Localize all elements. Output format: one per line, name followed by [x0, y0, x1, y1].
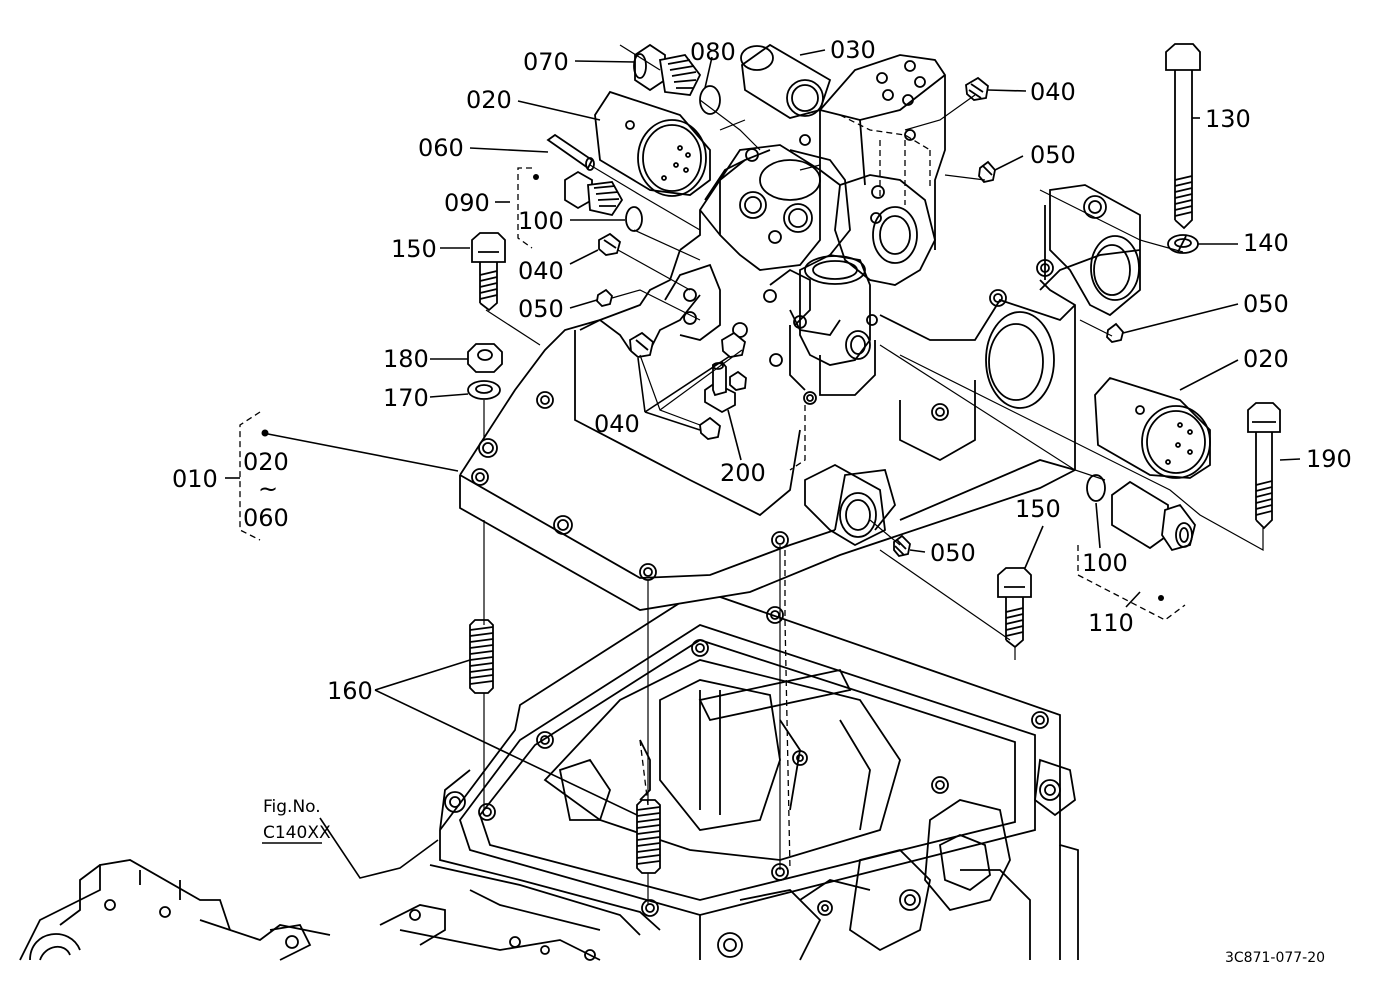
assembly-lines — [483, 44, 1264, 905]
plug-050-right — [1106, 322, 1124, 343]
callout-030: 030 — [830, 36, 876, 64]
callout-130: 130 — [1205, 105, 1251, 133]
callout-180: 180 — [383, 345, 429, 373]
stud-160-left — [469, 619, 494, 694]
o-ring-080 — [699, 85, 721, 115]
bolt-150-left — [471, 232, 506, 312]
callout-150-right: 150 — [1015, 495, 1061, 523]
plug-040-middle — [629, 331, 747, 440]
callout-020-right: 020 — [1243, 345, 1289, 373]
drawing-number: 3C871-077-20 — [1225, 950, 1325, 966]
callout-090: 090 — [444, 189, 490, 217]
valve-cover-010 — [459, 54, 1141, 611]
bolt-130 — [1165, 43, 1201, 230]
front-attachment-assembly — [19, 859, 641, 961]
callout-170: 170 — [383, 384, 429, 412]
plug-040-left — [598, 232, 622, 256]
callout-140: 140 — [1243, 229, 1289, 257]
leader-lines — [225, 49, 1301, 879]
callout-100-upper: 100 — [518, 207, 564, 235]
bolt-190 — [1247, 402, 1281, 530]
callout-050-upper: 050 — [1030, 141, 1076, 169]
plug-050-left — [596, 288, 613, 307]
callout-080: 080 — [690, 38, 736, 66]
fitting-090 — [564, 170, 624, 217]
callout-040-left: 040 — [518, 257, 564, 285]
callout-010: 010 — [172, 465, 218, 493]
callout-040-middle: 040 — [594, 410, 640, 438]
callout-050-right: 050 — [1243, 290, 1289, 318]
callout-040-top: 040 — [1030, 78, 1076, 106]
figure-ref-label: Fig.No. — [263, 797, 321, 817]
callout-020-range-start: 020 — [243, 448, 289, 476]
callout-070: 070 — [523, 48, 569, 76]
pin-060 — [546, 133, 595, 171]
callout-range-tilde: ~ — [258, 475, 278, 503]
lock-washer-140 — [1167, 234, 1199, 254]
callout-110: 110 — [1088, 609, 1134, 637]
plug-050-lower — [893, 534, 911, 557]
callout-050-lower: 050 — [930, 539, 976, 567]
fitting-070 — [633, 43, 702, 96]
callout-050-left: 050 — [518, 295, 564, 323]
bolt-150-right — [997, 567, 1032, 649]
plug-040-top — [965, 76, 989, 101]
callout-200: 200 — [720, 459, 766, 487]
o-ring-100-upper — [625, 206, 643, 232]
callout-020-top: 020 — [466, 86, 512, 114]
nut-180 — [467, 343, 503, 373]
fitting-110 — [1111, 480, 1196, 552]
sleeve-020-top — [594, 90, 711, 197]
callout-060: 060 — [418, 134, 464, 162]
callout-150-left: 150 — [391, 235, 437, 263]
o-ring-100-lower — [1086, 474, 1106, 502]
sleeve-020-right — [1094, 376, 1211, 479]
sleeve-030 — [740, 43, 832, 119]
callout-190: 190 — [1306, 445, 1352, 473]
figure-reference: Fig.No. C140XX — [262, 797, 331, 844]
stud-160-right — [636, 799, 661, 874]
figure-ref-number: C140XX — [263, 823, 331, 843]
transmission-case — [439, 589, 1079, 961]
callout-100-lower: 100 — [1082, 549, 1128, 577]
callout-labels: 070 080 030 040 020 060 050 090 100 150 … — [172, 36, 1352, 705]
plug-050-upper — [978, 160, 996, 183]
washer-170 — [467, 380, 501, 400]
callout-160: 160 — [327, 677, 373, 705]
callout-060-range-end: 060 — [243, 504, 289, 532]
